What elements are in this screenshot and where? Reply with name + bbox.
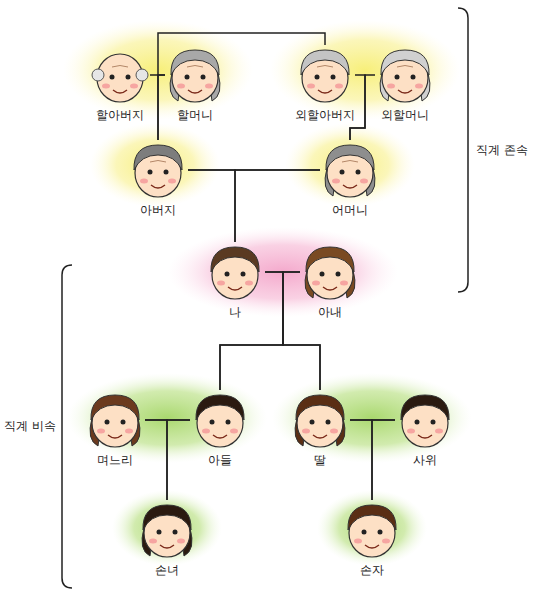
family-line [158,75,165,140]
person-label: 사위 [413,453,437,467]
person-face: 할머니 [165,45,225,105]
person-label: 어머니 [332,203,368,217]
person-label: 아버지 [140,203,176,217]
family-line [145,420,167,500]
face-drawing [205,242,265,302]
face-drawing [190,390,250,450]
person-label: 아들 [208,453,232,467]
person-label: 할머니 [177,108,213,122]
family-line [220,272,300,390]
face-drawing [165,45,225,105]
person-label: 딸 [314,453,326,467]
person-label: 아내 [318,305,342,319]
family-line [188,170,235,242]
person-face: 외할아버지 [295,45,355,105]
face-drawing [128,140,188,200]
face-drawing [375,45,435,105]
person-label: 외할머니 [381,108,429,122]
face-drawing [137,500,197,560]
face-drawing [395,390,455,450]
person-face: 외할머니 [375,45,435,105]
face-drawing [300,242,360,302]
person-label: 며느리 [97,453,133,467]
person-face: 손녀 [137,500,197,560]
person-face: 며느리 [85,390,145,450]
family-line [350,75,365,140]
person-label: 외할아버지 [295,108,355,122]
face-drawing [90,45,150,105]
face-drawing [85,390,145,450]
person-face: 딸 [290,390,350,450]
family-line [150,75,158,140]
person-face: 아내 [300,242,360,302]
person-face: 사위 [395,390,455,450]
family-line [350,75,375,140]
person-face: 아들 [190,390,250,450]
person-face: 할아버지 [90,45,150,105]
person-label: 나 [229,305,241,319]
glow [63,20,472,566]
family-line [235,170,320,242]
bracket [62,265,72,588]
person-label: 손녀 [155,563,179,577]
person-face: 손자 [342,500,402,560]
person-face: 아버지 [128,140,188,200]
bracket-label: 직계 존속 [476,142,528,159]
face-drawing [342,500,402,560]
face-drawing [320,140,380,200]
bracket [458,8,468,292]
family-line [167,420,190,500]
family-line [350,420,372,500]
person-face: 어머니 [320,140,380,200]
face-drawing [290,390,350,450]
person-face: 나 [205,242,265,302]
face-drawing [295,45,355,105]
person-label: 할아버지 [96,108,144,122]
bracket-label: 직계 비속 [4,418,56,435]
person-label: 손자 [360,563,384,577]
family-line [372,420,395,500]
